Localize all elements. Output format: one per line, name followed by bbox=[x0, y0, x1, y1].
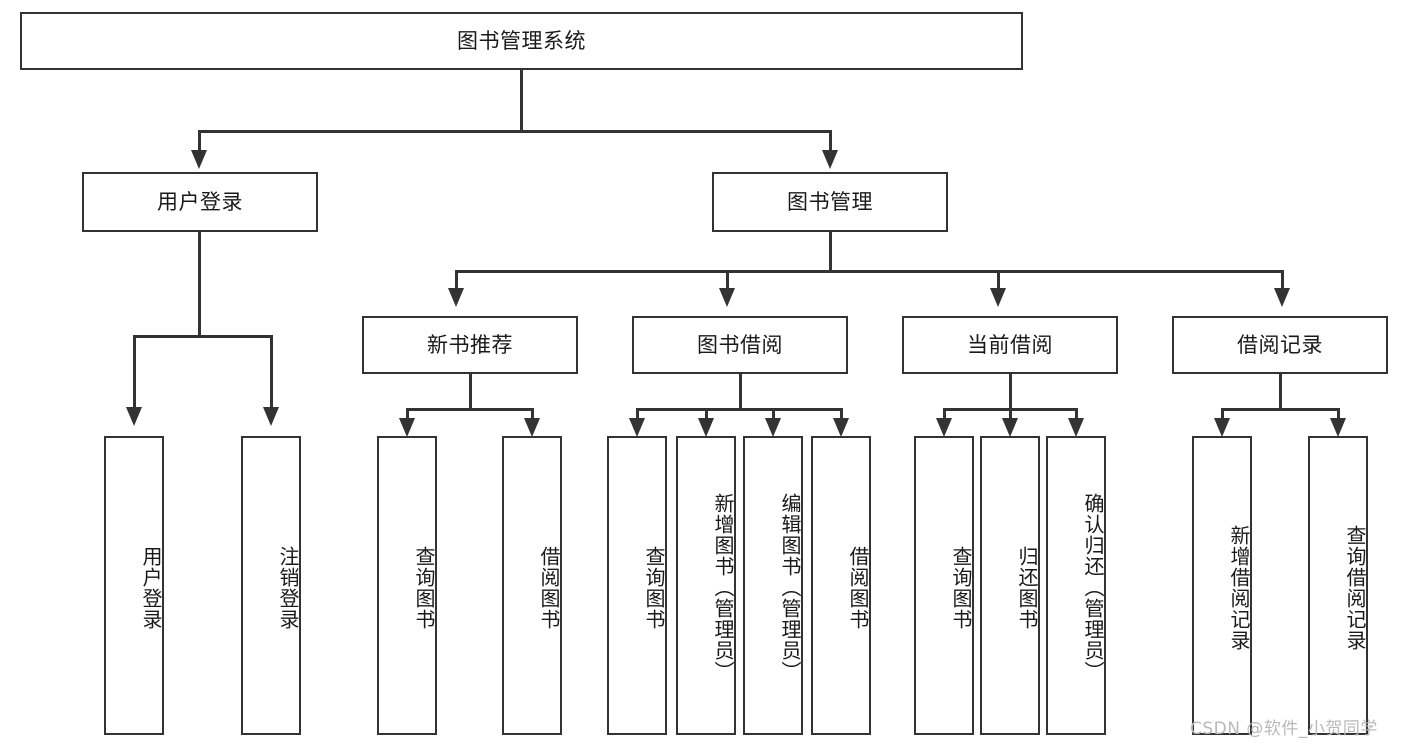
arrow-to-new-book-recommend bbox=[448, 288, 464, 307]
node-label: 图书管理 bbox=[787, 189, 873, 214]
connector-new-book-stem bbox=[469, 374, 472, 410]
node-label: 用户登录 bbox=[157, 189, 243, 214]
arrow-leaf-query-record bbox=[1330, 418, 1346, 437]
connector-new-book-drop-1 bbox=[406, 408, 409, 420]
node-root-system[interactable]: 图书管理系统 bbox=[20, 12, 1023, 70]
node-leaf-query-book-2[interactable]: 查询图书 bbox=[607, 436, 667, 735]
arrow-leaf-query-book-3 bbox=[936, 418, 952, 437]
connector-book-borrow-bus bbox=[637, 408, 843, 411]
connector-current-borrow-drop-3 bbox=[1075, 408, 1078, 420]
connector-current-borrow-drop-2 bbox=[1009, 408, 1012, 420]
arrow-leaf-return-book bbox=[1002, 418, 1018, 437]
connector-borrow-record-stem bbox=[1279, 374, 1282, 410]
connector-level2-bus bbox=[199, 130, 832, 133]
node-label: 新书推荐 bbox=[427, 332, 513, 357]
node-leaf-user-login[interactable]: 用户登录 bbox=[104, 436, 164, 735]
arrow-leaf-user-login bbox=[126, 407, 142, 426]
node-label: 归还图书 bbox=[1015, 545, 1039, 630]
node-book-borrow[interactable]: 图书借阅 bbox=[632, 316, 848, 374]
connector-to-book-management bbox=[829, 130, 832, 152]
node-label: 当前借阅 bbox=[967, 332, 1053, 357]
arrow-to-user-login bbox=[191, 150, 207, 169]
connector-borrow-record-drop-1 bbox=[1221, 408, 1224, 420]
csdn-watermark: CSDN @软件_小贺同学 bbox=[1190, 719, 1378, 739]
arrow-to-book-borrow bbox=[719, 288, 735, 307]
node-leaf-borrow-book-1[interactable]: 借阅图书 bbox=[502, 436, 562, 735]
arrow-leaf-add-book bbox=[698, 418, 714, 437]
arrow-leaf-confirm-return bbox=[1068, 418, 1084, 437]
arrow-to-borrow-record bbox=[1274, 288, 1290, 307]
node-label: 图书管理系统 bbox=[457, 28, 586, 53]
connector-to-book-borrow bbox=[726, 270, 729, 290]
node-label: 新增借阅记录 bbox=[1227, 524, 1251, 651]
connector-current-borrow-stem bbox=[1009, 374, 1012, 410]
node-leaf-borrow-book-2[interactable]: 借阅图书 bbox=[811, 436, 871, 735]
node-leaf-query-record[interactable]: 查询借阅记录 bbox=[1308, 436, 1368, 735]
node-label: 新增图书（管理员） bbox=[711, 493, 735, 682]
node-label: 查询图书 bbox=[642, 545, 666, 630]
arrow-leaf-borrow-book-1 bbox=[524, 418, 540, 437]
connector-user-login-bus bbox=[134, 335, 273, 338]
connector-user-login-drop-2 bbox=[270, 335, 273, 409]
connector-to-current-borrow bbox=[997, 270, 1000, 290]
node-label: 确认归还（管理员） bbox=[1081, 493, 1105, 682]
connector-borrow-record-bus bbox=[1222, 408, 1340, 411]
node-label: 图书借阅 bbox=[697, 332, 783, 357]
connector-new-book-drop-2 bbox=[531, 408, 534, 420]
connector-to-new-book-recommend bbox=[455, 270, 458, 290]
arrow-leaf-edit-book bbox=[765, 418, 781, 437]
node-leaf-query-book-1[interactable]: 查询图书 bbox=[377, 436, 437, 735]
arrow-leaf-query-book-1 bbox=[399, 418, 415, 437]
node-book-management[interactable]: 图书管理 bbox=[712, 172, 948, 232]
arrow-leaf-logout bbox=[263, 407, 279, 426]
arrow-to-current-borrow bbox=[990, 288, 1006, 307]
node-label: 借阅图书 bbox=[537, 545, 561, 630]
arrow-leaf-query-book-2 bbox=[629, 418, 645, 437]
node-label: 用户登录 bbox=[139, 545, 163, 630]
node-current-borrow[interactable]: 当前借阅 bbox=[902, 316, 1118, 374]
arrow-leaf-add-record bbox=[1214, 418, 1230, 437]
node-leaf-add-book[interactable]: 新增图书（管理员） bbox=[676, 436, 736, 735]
arrow-leaf-borrow-book-2 bbox=[833, 418, 849, 437]
node-label: 借阅记录 bbox=[1237, 332, 1323, 357]
connector-book-management-stem bbox=[829, 232, 832, 272]
node-leaf-confirm-return[interactable]: 确认归还（管理员） bbox=[1046, 436, 1106, 735]
arrow-to-book-management bbox=[822, 150, 838, 169]
node-leaf-edit-book[interactable]: 编辑图书（管理员） bbox=[743, 436, 803, 735]
connector-borrow-record-drop-2 bbox=[1337, 408, 1340, 420]
connector-to-borrow-record bbox=[1281, 270, 1284, 290]
node-leaf-add-record[interactable]: 新增借阅记录 bbox=[1192, 436, 1252, 735]
connector-current-borrow-drop-1 bbox=[943, 408, 946, 420]
connector-user-login-stem bbox=[198, 232, 201, 337]
node-label: 查询借阅记录 bbox=[1343, 524, 1367, 651]
node-label: 查询图书 bbox=[412, 545, 436, 630]
connector-book-borrow-drop-4 bbox=[840, 408, 843, 420]
connector-book-borrow-stem bbox=[739, 374, 742, 410]
node-label: 编辑图书（管理员） bbox=[778, 493, 802, 682]
connector-root-stem bbox=[520, 70, 523, 132]
connector-book-borrow-drop-2 bbox=[705, 408, 708, 420]
connector-user-login-drop-1 bbox=[133, 335, 136, 409]
connector-new-book-bus bbox=[407, 408, 534, 411]
node-leaf-return-book[interactable]: 归还图书 bbox=[980, 436, 1040, 735]
node-user-login[interactable]: 用户登录 bbox=[82, 172, 318, 232]
connector-book-borrow-drop-1 bbox=[636, 408, 639, 420]
node-leaf-logout[interactable]: 注销登录 bbox=[241, 436, 301, 735]
connector-book-borrow-drop-3 bbox=[772, 408, 775, 420]
connector-level3-bus bbox=[455, 270, 1284, 273]
node-label: 借阅图书 bbox=[846, 545, 870, 630]
connector-to-user-login bbox=[198, 130, 201, 152]
node-label: 注销登录 bbox=[276, 545, 300, 630]
node-borrow-record[interactable]: 借阅记录 bbox=[1172, 316, 1388, 374]
node-new-book-recommend[interactable]: 新书推荐 bbox=[362, 316, 578, 374]
node-label: 查询图书 bbox=[949, 545, 973, 630]
node-leaf-query-book-3[interactable]: 查询图书 bbox=[914, 436, 974, 735]
